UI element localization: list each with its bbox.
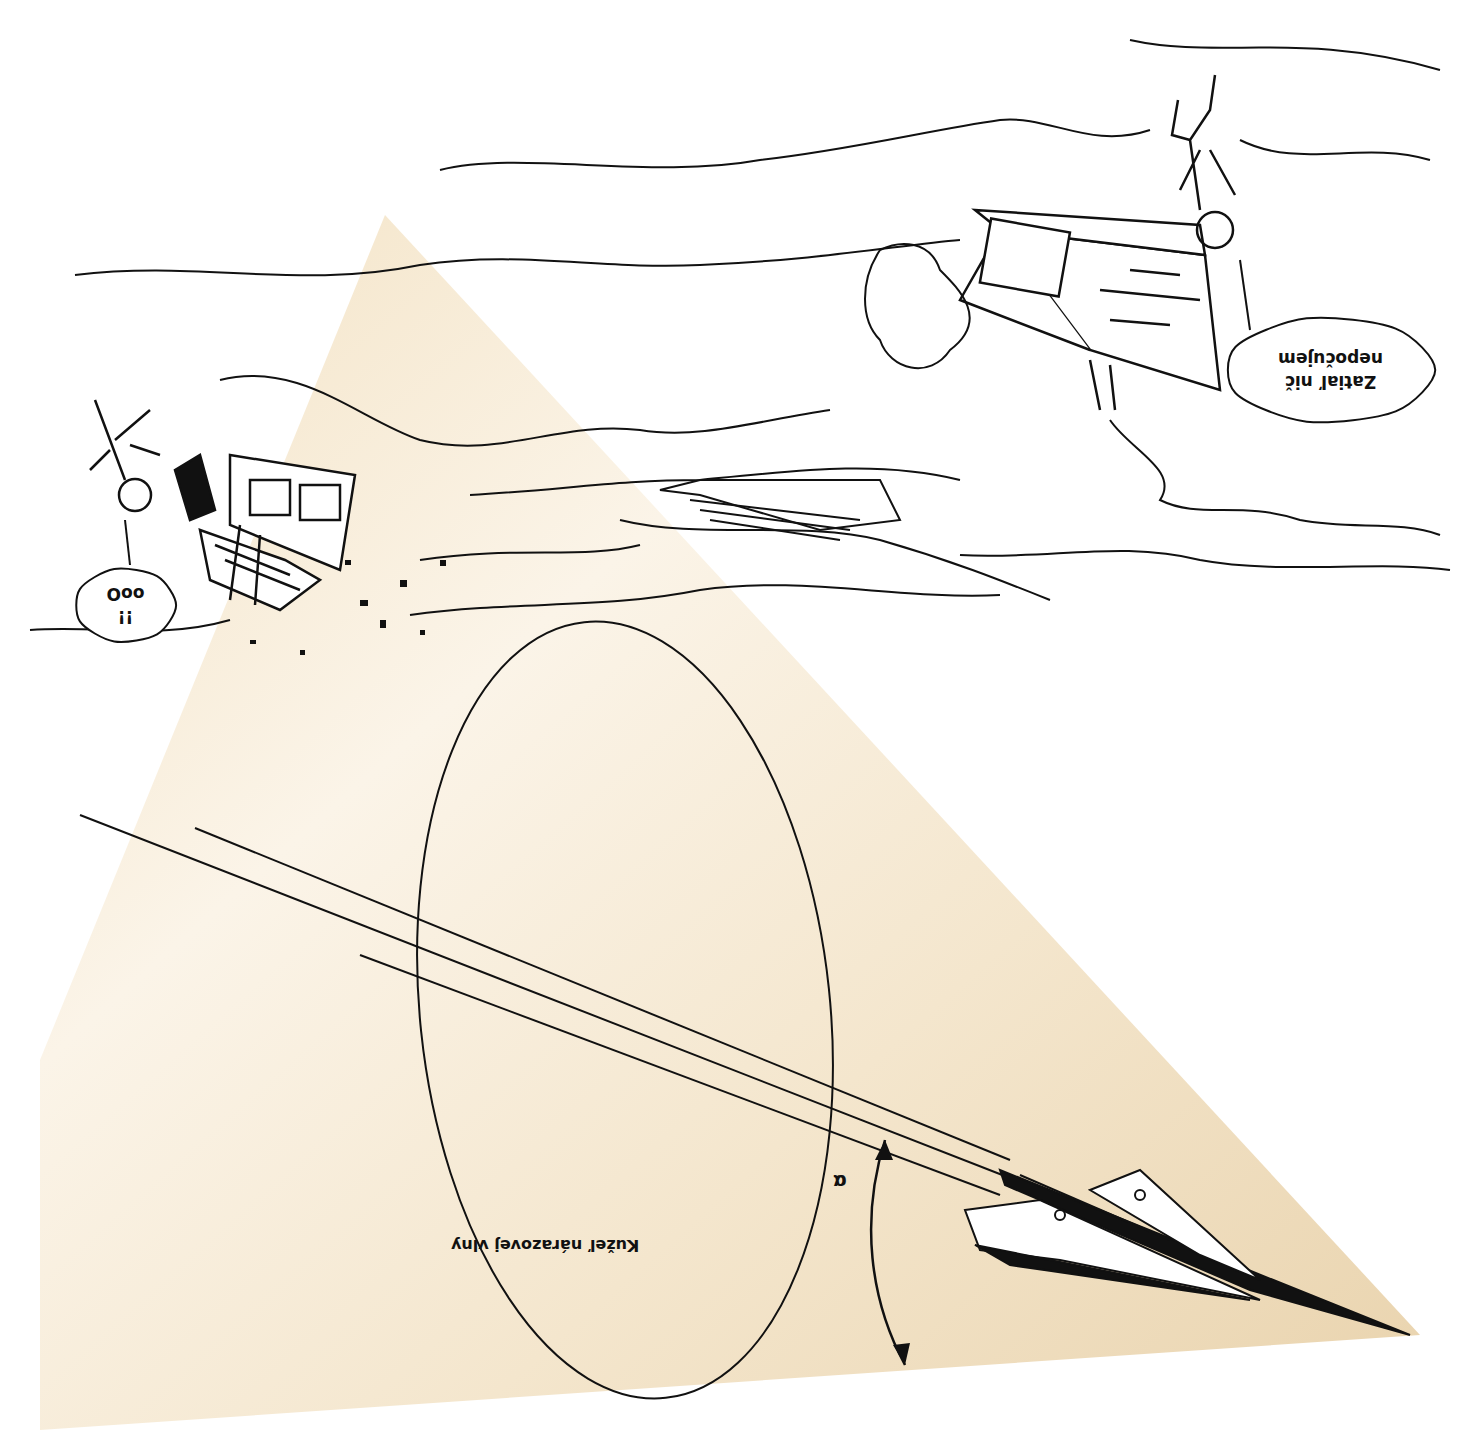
house xyxy=(960,210,1220,410)
shock-cone xyxy=(40,215,1420,1430)
cone-ellipse xyxy=(380,601,869,1420)
person xyxy=(1172,75,1235,248)
flight-line xyxy=(80,815,1010,1195)
angle-symbol: α xyxy=(833,1170,847,1194)
cone-label: Kužeľ nárazovej vlny xyxy=(451,1236,639,1255)
arrowhead xyxy=(875,1140,893,1160)
bubble-outline xyxy=(68,562,183,649)
bubble-shape xyxy=(76,568,176,642)
bubble-tail xyxy=(125,520,130,565)
speech-text: Zatiaľ nič nepočujem xyxy=(1258,347,1403,393)
angle-arc xyxy=(871,1140,905,1365)
landscape xyxy=(30,40,1450,631)
debris xyxy=(250,560,446,655)
speech-bubble: Zatiaľ nič nepočujem xyxy=(1215,310,1445,430)
speech-bubble: !! ooO xyxy=(68,562,183,649)
aircraft xyxy=(965,1170,1410,1335)
ruined-house xyxy=(175,455,355,610)
bubble-shape xyxy=(1228,318,1435,423)
tree xyxy=(865,244,970,368)
person xyxy=(90,400,160,511)
arrowhead xyxy=(893,1343,910,1365)
bubble-tail xyxy=(1240,260,1250,330)
speech-text: !! ooO xyxy=(103,582,148,628)
bubble-outline xyxy=(1215,310,1445,430)
